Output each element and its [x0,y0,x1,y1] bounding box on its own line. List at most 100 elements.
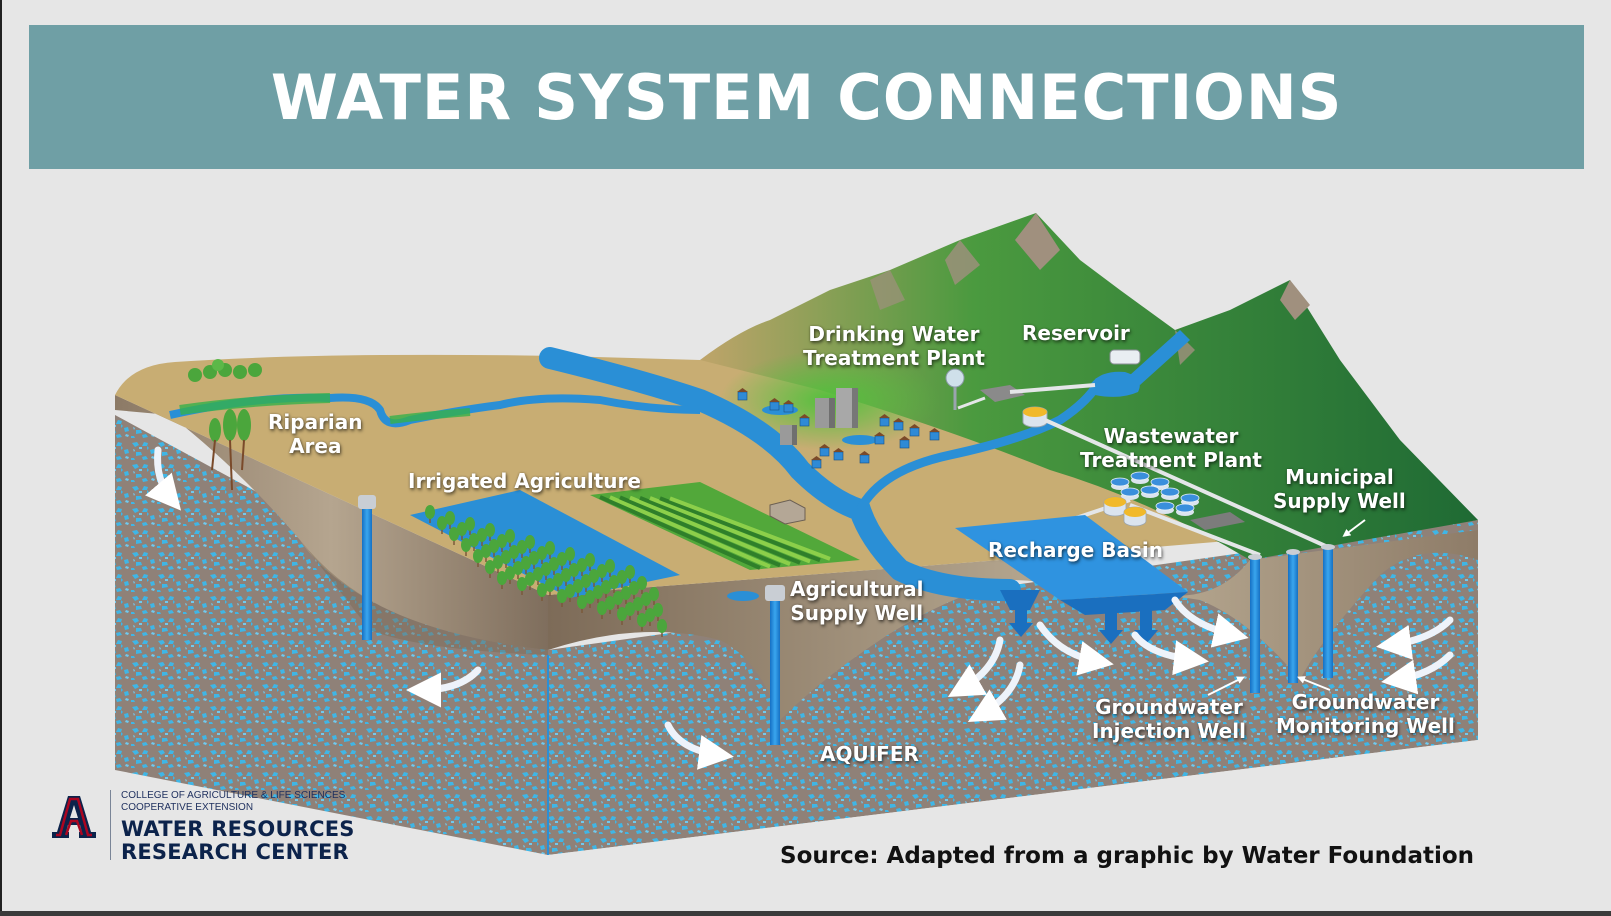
orchard-tree [601,580,611,594]
orchard-tree [445,511,455,525]
clarifier-tank [1150,477,1170,487]
orchard-tree [597,564,607,578]
label-line: Groundwater [1291,690,1440,714]
soil-front-face [548,530,1478,720]
orchard-tree [553,573,563,587]
well-monitoring [1286,549,1300,683]
crop-row [609,495,771,569]
riparian-trees [188,359,262,491]
orchard-tree [469,533,479,547]
orchard-tree [533,567,543,581]
label-line: Treatment Plant [1080,448,1262,472]
crop-row [629,495,791,566]
crop-row [659,496,821,563]
recharge-flow-arrows [1009,605,1158,644]
label-line: Irrigated Agriculture [408,469,641,493]
dwtp-building [980,385,1025,402]
label-pointer-arrows [1207,519,1366,696]
clarifier-tank [1140,485,1160,495]
orchard-tree [505,566,515,580]
source-credit: Source: Adapted from a graphic by Water … [780,843,1475,869]
orchard-tree [613,591,623,605]
house [893,421,904,431]
town [762,388,878,445]
label-line: AQUIFER [820,742,919,766]
digester-tank [1124,507,1146,517]
label-riparian-area: Riparian Area [268,410,363,458]
house [783,403,794,413]
orchard-tree [537,546,547,560]
orchard-tree [617,570,627,584]
orchard-tree [569,563,579,577]
orchard-tree [501,550,511,564]
app-status-bar [0,911,1611,916]
orchard-tree [645,608,655,622]
orchard-tree [545,541,555,555]
house [799,417,810,427]
block-a-icon [52,796,96,838]
houses [737,388,940,469]
orchard-tree [597,601,607,615]
label-line: Reservoir [1022,321,1130,345]
label-line: Wastewater [1103,424,1239,448]
orchard-tree [457,522,467,536]
orchard-tree [485,523,495,537]
orchard-tree [517,577,527,591]
page-title: WATER SYSTEM CONNECTIONS [270,60,1343,134]
orchard-trees [425,505,667,637]
label-line: Drinking Water [808,322,980,346]
label-agricultural-supply-well: Agricultural Supply Well [790,577,923,625]
label-recharge-basin: Recharge Basin [988,538,1163,562]
orchard-tree [481,544,491,558]
orchard-tree [565,547,575,561]
crop-row [669,496,831,561]
orchard-tree [581,574,591,588]
house [819,447,830,457]
orchard-tree [485,560,495,574]
orchard-tree [461,538,471,552]
crop-row [619,495,781,568]
groundwater-flow-arrows [145,446,1454,770]
recharge-basin [955,515,1188,600]
orchard-tree [541,562,551,576]
orchard-tree [649,587,659,601]
orchard-tree [525,572,535,586]
house [769,401,780,411]
orchard-tree [529,551,539,565]
label-line: Riparian [268,410,363,434]
orchard-tree [545,578,555,592]
house [833,451,844,461]
house [909,427,920,437]
label-line: Monitoring Well [1276,714,1455,738]
crop-row [649,496,811,564]
orchard-tree [617,607,627,621]
label-line: Supply Well [1273,489,1406,513]
logo-divider [110,790,111,860]
orchard-tree [593,585,603,599]
label-line: Area [289,434,342,458]
orchard-tree [641,592,651,606]
label-groundwater-injection-well: Groundwater Injection Well [1092,695,1246,743]
clarifier-tank [1120,487,1140,497]
clarifier-tank [1180,493,1200,503]
soil-left-face [115,395,548,650]
label-irrigated-agriculture: Irrigated Agriculture [408,469,641,493]
orchard-tree [449,527,459,541]
orchard-tree [465,517,475,531]
orchard-tree [653,603,663,617]
orchard-tree [657,619,667,633]
label-municipal-supply-well: Municipal Supply Well [1273,465,1406,513]
orchard-tree [473,549,483,563]
clarifier-tank [1155,501,1175,511]
orchard-tree [493,555,503,569]
orchard-tree [625,565,635,579]
orchard-tree [497,571,507,585]
orchard-tree [437,516,447,530]
orchard-tree [621,586,631,600]
house [874,435,885,445]
center-name-line1: WATER RESOURCES [121,817,355,841]
orchard-tree [605,559,615,573]
dam [1109,349,1141,365]
house [859,454,870,464]
